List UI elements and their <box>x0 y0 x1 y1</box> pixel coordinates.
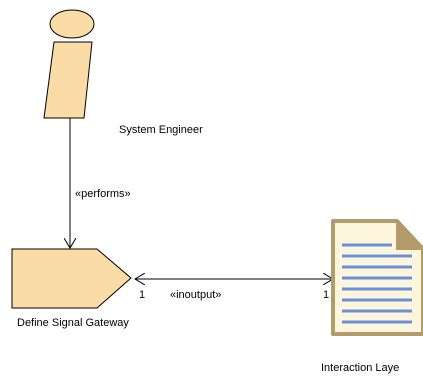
role-icon[interactable] <box>43 9 95 119</box>
inoutput-label: «inoutput» <box>170 289 221 301</box>
document-icon[interactable] <box>331 219 423 336</box>
performs-label: «performs» <box>75 188 131 200</box>
role-body <box>43 41 93 119</box>
role-head <box>49 9 95 39</box>
document-fold <box>396 220 423 250</box>
role-name-label: System Engineer <box>119 124 203 136</box>
task-icon[interactable] <box>11 248 132 309</box>
product-end-multiplicity: 1 <box>323 289 329 301</box>
work-product-name-label: Interaction Laye <box>321 362 399 374</box>
task-end-multiplicity: 1 <box>139 289 145 301</box>
task-name-label: Define Signal Gateway <box>17 317 129 329</box>
document-text-lines <box>342 243 412 324</box>
